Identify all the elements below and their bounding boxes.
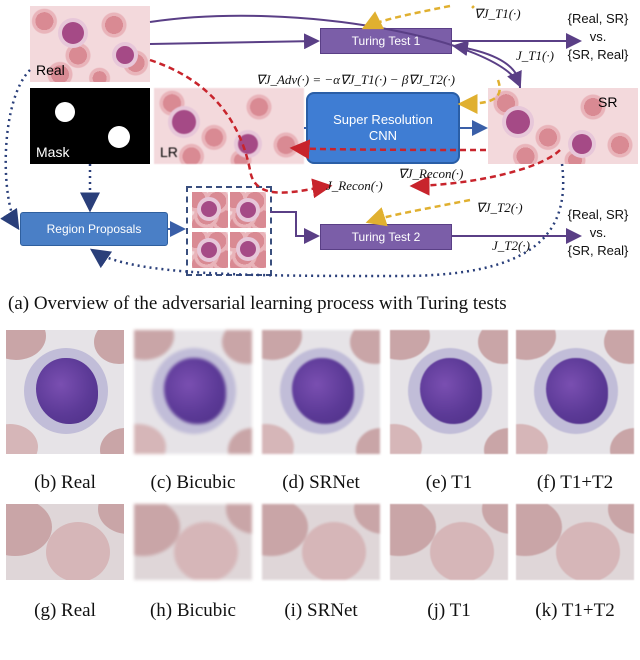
diagram-arrows <box>0 4 582 278</box>
row1-label-e: (e) T1 <box>425 472 473 493</box>
region-crop-1 <box>192 192 228 228</box>
rbc-crop-t1t2 <box>516 504 634 580</box>
rbc-crop-real <box>6 504 124 580</box>
region-crops-group <box>186 186 272 276</box>
row2-label-i: (i) SRNet <box>284 600 358 621</box>
row2-label-h: (h) Bicubic <box>149 600 236 621</box>
lr-image: LR <box>154 88 304 164</box>
jt2-label: J_T2(·) <box>492 238 530 253</box>
bottom-pair-text: {Real, SR} vs. {SR, Real} <box>567 207 629 258</box>
jrecon-label: J_Recon(·) <box>326 178 383 193</box>
region-crop-2 <box>230 192 266 228</box>
grad-jt1-label: ∇J_T1(·) <box>474 6 521 21</box>
cnn-label-line1: Super Resolution <box>333 112 433 127</box>
cnn-label-line2: CNN <box>368 128 398 143</box>
mask-image-label: Mask <box>36 144 70 160</box>
rbc-crop-row: (g) Real (h) Bicubic (i) SRNet (j) T1 (k… <box>0 500 640 650</box>
jt1-label: J_T1(·) <box>516 48 554 63</box>
row1-label-c: (c) Bicubic <box>150 472 236 493</box>
row1-label-b: (b) Real <box>34 472 96 493</box>
wbc-crop-row: (b) Real (c) Bicubic (d) SRNet (e) T1 (f… <box>0 326 640 496</box>
wbc-crop-t1 <box>390 330 508 454</box>
overview-diagram: Real Mask LR SR Turing Test 1 Turing Te <box>0 0 640 285</box>
row1-label-d: (d) SRNet <box>282 472 360 493</box>
row2-label-g: (g) Real <box>34 600 96 621</box>
wbc-crop-bicubic <box>134 330 252 454</box>
turing-test-2-box: Turing Test 2 <box>320 224 452 250</box>
wbc-crop-t1t2 <box>516 330 634 454</box>
region-crop-4 <box>230 232 266 268</box>
region-crop-3 <box>192 232 228 268</box>
sr-image-label: SR <box>598 94 618 110</box>
real-image-label: Real <box>36 62 65 78</box>
lr-image-label: LR <box>160 144 178 160</box>
grad-recon-label: ∇J_Recon(·) <box>398 166 464 181</box>
row2-label-k: (k) T1+T2 <box>535 600 615 621</box>
region-proposals-box: Region Proposals <box>20 212 168 246</box>
wbc-crop-srnet <box>262 330 380 454</box>
row1-label-f: (f) T1+T2 <box>536 472 614 493</box>
turing-test-1-box: Turing Test 1 <box>320 28 452 54</box>
real-image: Real <box>30 6 150 82</box>
mask-image: Mask <box>30 88 150 164</box>
grad-adv-label: ∇J_Adv(·) = −α∇J_T1(·) − β∇J_T2(·) <box>256 72 455 87</box>
super-resolution-cnn-box: Super Resolution CNN <box>306 92 460 164</box>
caption-a: (a) Overview of the adversarial learning… <box>8 293 507 314</box>
rbc-crop-bicubic <box>134 504 252 580</box>
wbc-crop-real <box>6 330 124 454</box>
rbc-crop-srnet <box>262 504 380 580</box>
sr-image: SR <box>488 88 638 164</box>
grad-jt2-label: ∇J_T2(·) <box>476 200 523 215</box>
top-pair-text: {Real, SR} vs. {SR, Real} <box>567 11 629 62</box>
row2-label-j: (j) T1 <box>427 600 471 621</box>
rbc-crop-t1 <box>390 504 508 580</box>
